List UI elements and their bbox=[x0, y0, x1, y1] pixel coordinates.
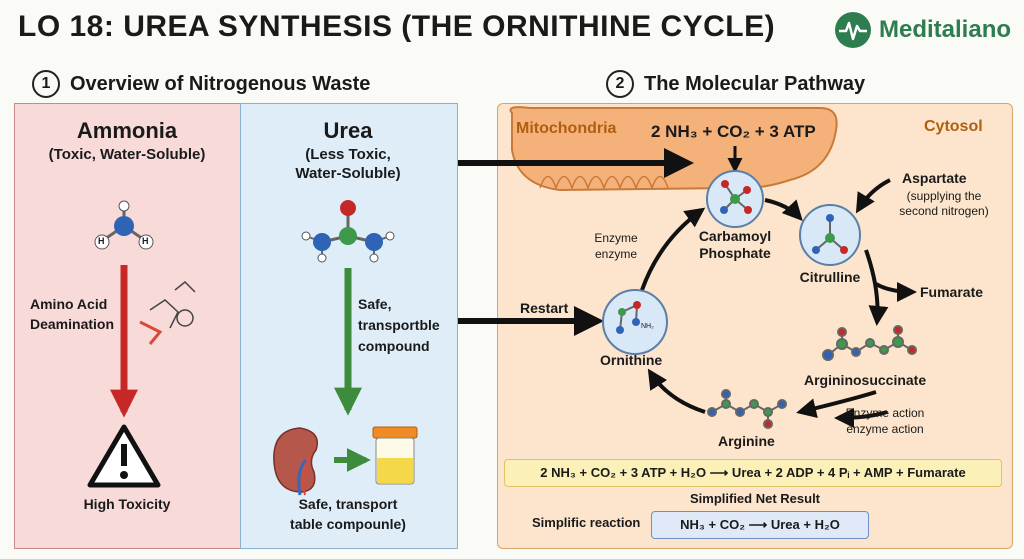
transport-label-3: compound bbox=[358, 338, 430, 354]
aspartate-note-1: (supplying the bbox=[906, 189, 982, 203]
section-1-number: 1 bbox=[32, 70, 60, 98]
carbamoyl-label-2: Phosphate bbox=[699, 245, 771, 261]
urea-outcome-1: Safe, transport bbox=[298, 496, 398, 512]
aspartate-label: Aspartate bbox=[902, 170, 967, 186]
citrulline-label: Citrulline bbox=[799, 269, 861, 285]
high-toxicity-label: High Toxicity bbox=[83, 496, 171, 512]
enzyme-right-1: Enzyme action bbox=[845, 406, 925, 420]
ornithine-label: Ornithine bbox=[600, 352, 663, 368]
full-equation-box: 2 NH₃ + CO₂ + 3 ATP + H₂O ⟶ Urea + 2 ADP… bbox=[504, 459, 1002, 487]
argininosuccinate-label: Argininosuccinate bbox=[804, 372, 927, 388]
ammonia-molecule bbox=[94, 200, 154, 250]
full-equation: 2 NH₃ + CO₂ + 3 ATP + H₂O ⟶ Urea + 2 ADP… bbox=[540, 465, 966, 480]
aspartate-note-2: second nitrogen) bbox=[899, 204, 989, 218]
restart-label: Restart bbox=[520, 300, 569, 316]
cycle-arrows bbox=[640, 178, 917, 428]
section-1-heading: 1 Overview of Nitrogenous Waste bbox=[32, 70, 370, 98]
transport-label-2: transportble bbox=[358, 317, 440, 333]
page-title: LO 18: UREA SYNTHESIS (THE ORNITHINE CYC… bbox=[18, 10, 776, 43]
simple-equation-box: NH₃ + CO₂ ⟶ Urea + H₂O bbox=[651, 511, 869, 539]
section-2-title: The Molecular Pathway bbox=[644, 72, 866, 95]
kidney-icon bbox=[273, 427, 318, 496]
ornithine-node bbox=[602, 289, 668, 355]
urine-container-icon bbox=[372, 426, 418, 485]
transport-label-1: Safe, bbox=[358, 296, 392, 312]
arginine-molecule bbox=[707, 389, 787, 429]
mitochondria-label: Mitochondria bbox=[516, 120, 617, 137]
ammonia-desc: (Toxic, Water-Soluble) bbox=[48, 146, 206, 163]
ammonia-title: Ammonia bbox=[76, 118, 178, 143]
deamination-label-2: Deamination bbox=[30, 316, 115, 332]
atom-label-h: H bbox=[98, 236, 105, 246]
enzyme-left-1: Enzyme bbox=[594, 231, 638, 245]
arginine-label: Arginine bbox=[718, 433, 775, 449]
simple-reaction-label: Simplific reaction bbox=[532, 515, 641, 530]
urea-title: Urea bbox=[323, 118, 373, 143]
urea-outcome-2: table compounle) bbox=[290, 516, 406, 532]
brand-name: Meditaliano bbox=[879, 16, 1012, 43]
warning-icon bbox=[87, 424, 161, 488]
urea-desc-2: Water-Soluble) bbox=[295, 165, 401, 182]
fumarate-label: Fumarate bbox=[920, 284, 984, 300]
section-2-heading: 2 The Molecular Pathway bbox=[606, 70, 865, 98]
carbamoyl-phosphate-node bbox=[706, 170, 764, 228]
urea-desc-1: (Less Toxic, bbox=[305, 146, 391, 163]
enzyme-right-2: enzyme action bbox=[846, 422, 924, 436]
net-result-label: Simplified Net Result bbox=[689, 491, 821, 506]
brand-logo[interactable]: Meditaliano bbox=[833, 10, 1011, 50]
argininosuccinate-molecule bbox=[822, 325, 917, 361]
deamination-label-1: Amino Acid bbox=[30, 296, 108, 312]
simple-equation: NH₃ + CO₂ ⟶ Urea + H₂O bbox=[680, 517, 840, 532]
enzyme-left-2: enzyme bbox=[594, 247, 638, 261]
citrulline-node bbox=[799, 204, 861, 266]
section-1-title: Overview of Nitrogenous Waste bbox=[70, 72, 371, 95]
ornithine-nh2-label: NH₂ bbox=[641, 323, 654, 330]
heartbeat-icon bbox=[835, 12, 871, 48]
amino-acid-sketch bbox=[139, 280, 196, 345]
cytosol-label: Cytosol bbox=[924, 118, 983, 135]
urea-molecule bbox=[301, 200, 395, 263]
pathway-input: 2 NH₃ + CO₂ + 3 ATP bbox=[651, 122, 816, 141]
atom-label-h: H bbox=[142, 236, 149, 246]
carbamoyl-label-1: Carbamoyl bbox=[698, 228, 772, 244]
section-2-number: 2 bbox=[606, 70, 634, 98]
